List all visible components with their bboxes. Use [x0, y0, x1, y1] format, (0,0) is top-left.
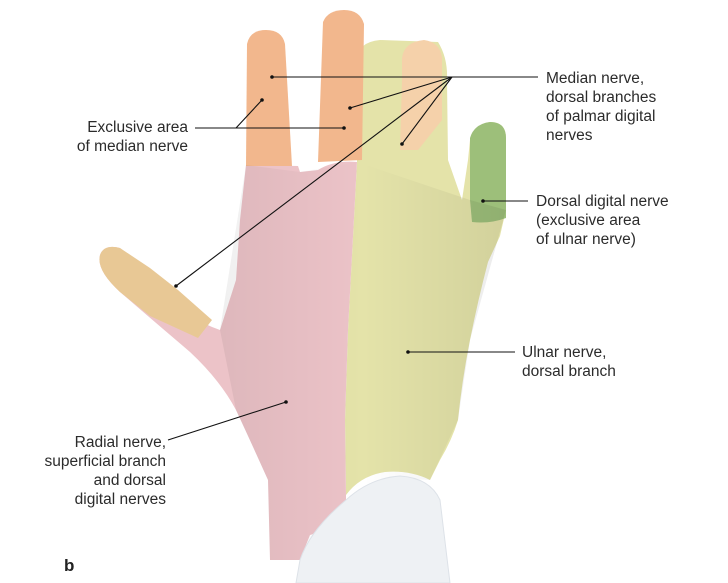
label-radial-nerve: Radial nerve, superficial branch and dor… — [4, 433, 166, 509]
label-ulnar-nerve: Ulnar nerve, dorsal branch — [522, 343, 616, 381]
label-median-exclusive: Exclusive area of median nerve — [34, 118, 188, 156]
thumb-median-zone — [99, 247, 212, 338]
index-median-zone — [246, 30, 292, 166]
panel-letter: b — [64, 556, 74, 576]
label-dorsal-digital-nerve: Dorsal digital nerve (exclusive area of … — [536, 192, 669, 249]
middle-median-zone — [318, 10, 364, 162]
label-median-dorsal-branches: Median nerve, dorsal branches of palmar … — [546, 69, 656, 145]
